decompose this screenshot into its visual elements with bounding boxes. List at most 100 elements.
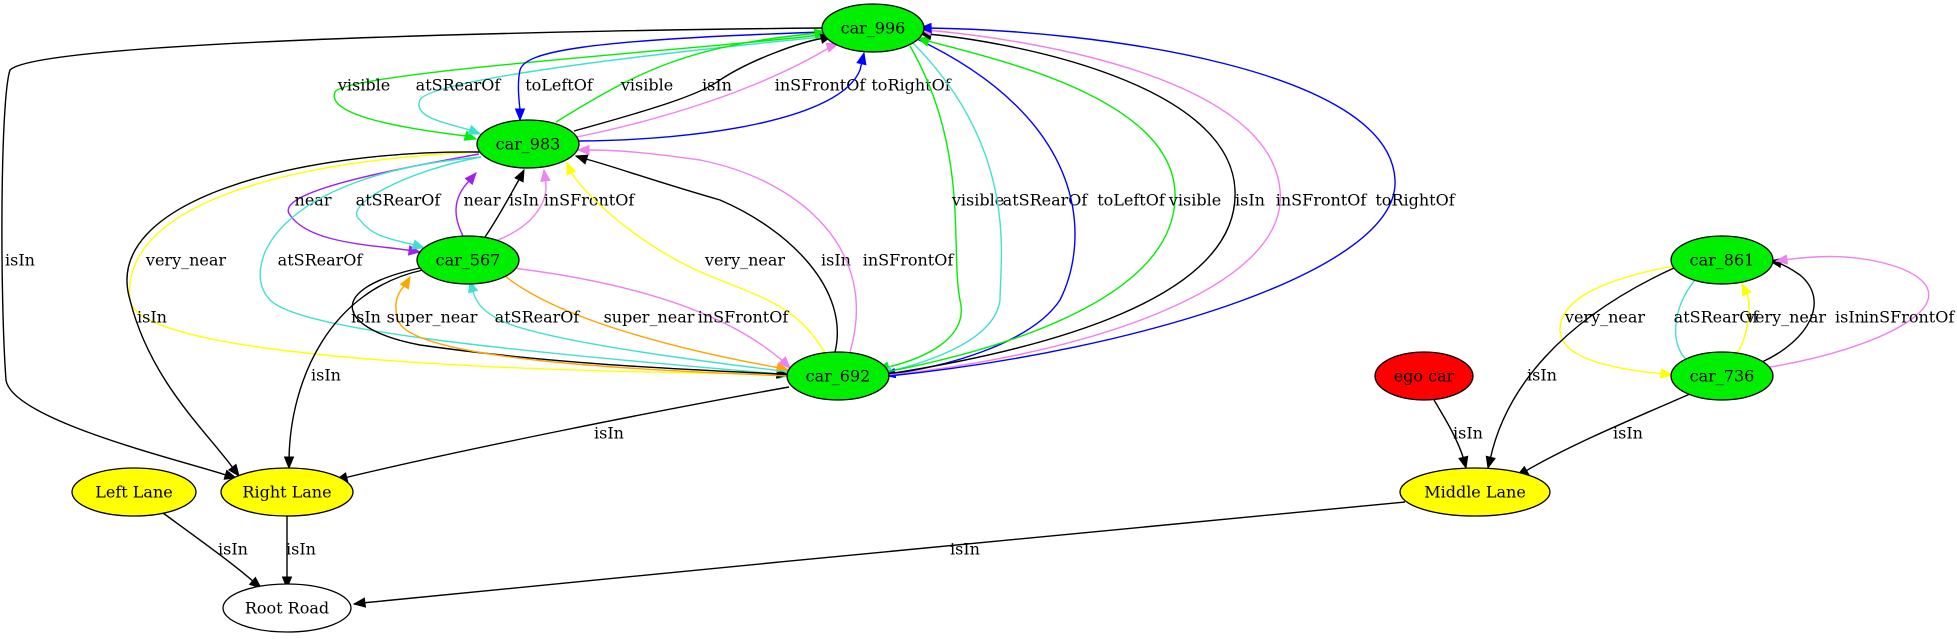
edge-label: isIn [286,540,316,559]
edge-line [1763,255,1930,369]
node-shape [1399,467,1551,517]
edge-line [555,31,827,123]
node-label: car_983 [496,135,561,154]
edge-label: inSFrontOf [775,76,867,95]
edge-line [1487,267,1675,469]
edge-car_996-car_983-atSRearOf: atSRearOf [416,36,823,135]
edge-label: very_near [1564,308,1646,327]
edge-label: toRightOf [1375,191,1455,210]
node-label: ego car [1394,367,1455,386]
node-shape [1374,351,1474,401]
edge-label: isIn [509,191,539,210]
edge-label: isIn [594,424,624,443]
edge-line [877,45,962,371]
edge-car_567-car_692-isIn: isIn [351,267,790,379]
arrowhead-icon [1458,455,1469,470]
edge-line [395,276,789,377]
edge-car_996-car_692-visible: visible [876,45,1004,372]
edge-car_692-right_lane-isIn: isIn [334,386,790,483]
edge-line [259,156,791,376]
edge-car_692-car_996-visible: visible [885,36,1221,373]
edge-line [578,52,865,142]
edge-line [126,151,481,477]
node-shape [416,235,520,285]
node-car-692: car_692 [786,351,890,401]
edge-car_996-car_983-toLeftOf: toLeftOf [514,31,825,122]
edge-label: inSFrontOf [698,308,790,327]
arrowhead-icon [566,161,577,176]
edge-label: inSFrontOf [1864,308,1956,327]
node-car-996: car_996 [821,3,925,53]
edge-label: isIn [351,308,381,327]
arrowhead-icon [464,171,477,186]
arrowhead-icon [574,154,589,165]
edge-label: atSRearOf [1674,308,1760,327]
node-shape [786,351,890,401]
nodes-layer: car_996car_983car_567car_692car_861car_7… [71,3,1774,633]
edge-line [355,156,482,249]
edge-label: isIn [1453,424,1483,443]
edge-line [566,162,826,354]
node-label: Middle Lane [1424,483,1526,502]
arrowhead-icon [1774,254,1789,265]
arrowhead-icon [467,124,482,135]
edge-line [1,27,823,479]
edge-line [885,37,1176,373]
node-middle-lane: Middle Lane [1399,467,1551,517]
edge-car_567-right_lane-isIn: isIn [283,269,424,470]
edge-label: visible [951,191,1004,210]
node-root-road: Root Road [222,583,352,633]
edge-label: near [295,191,332,210]
node-ego-car: ego car [1374,351,1474,401]
edge-car_996-right_lane-isIn: isIn [1,27,823,480]
arrowhead-icon [916,36,931,47]
edge-line [288,269,424,468]
arrowhead-icon [281,576,293,590]
edge-label: inSFrontOf [1276,191,1368,210]
arrowhead-icon [918,22,932,34]
edge-label: toLeftOf [1097,191,1166,210]
edge-label: very_near [704,251,786,270]
edge-label: isIn [950,540,980,559]
edge-car_567-car_692-inSFrontOf: inSFrontOf [512,267,791,369]
edge-car_692-car_567-atSRearOf: atSRearOf [468,279,791,373]
edge-label: isIn [311,366,341,385]
edge-car_861-car_736-very_near: very_near [1559,265,1674,379]
edge-car_567-car_983-inSFrontOf: inSFrontOf [497,168,635,241]
edge-car_983-car_567-atSRearOf: atSRearOf [355,156,482,250]
node-car-567: car_567 [416,235,520,285]
edge-label: isIn [1235,191,1265,210]
arrowhead-icon [223,469,238,480]
arrowhead-icon [1741,282,1752,297]
edge-label: very_near [1745,308,1827,327]
edge-line [333,34,821,140]
edge-line [1516,393,1691,477]
edge-middle_lane-root_road-isIn: isIn [352,501,1406,608]
edge-label: isIn [1613,424,1643,443]
node-shape [220,467,354,517]
edge-car_567-car_983-isIn: isIn [484,168,539,238]
edge-line [887,32,1236,375]
edge-line [351,267,789,376]
edge-label: atSRearOf [416,76,502,95]
edge-label: visible [620,76,673,95]
arrowhead-icon [778,356,791,369]
arrowhead-icon [463,130,478,141]
edge-label: near [464,191,501,210]
edge-line [335,386,790,481]
arrowhead-icon [1485,455,1496,470]
edge-label: super_near [387,308,478,327]
arrowhead-icon [227,463,240,478]
arrowhead-icon [540,168,551,183]
edge-car_692-car_996-toRightOf: toRightOf [888,22,1456,377]
edge-line [129,151,788,375]
node-shape [71,467,197,517]
node-shape [821,3,925,53]
node-label: Right Lane [242,483,331,502]
edge-left_lane-root_road-isIn: isIn [162,512,263,589]
edge-line [517,31,825,120]
edge-car_692-car_983-very_near: very_near [566,161,826,354]
edge-car_736-car_861-inSFrontOf: inSFrontOf [1763,254,1956,369]
edge-label: isIn [137,308,167,327]
edge-label: visible [1168,191,1221,210]
